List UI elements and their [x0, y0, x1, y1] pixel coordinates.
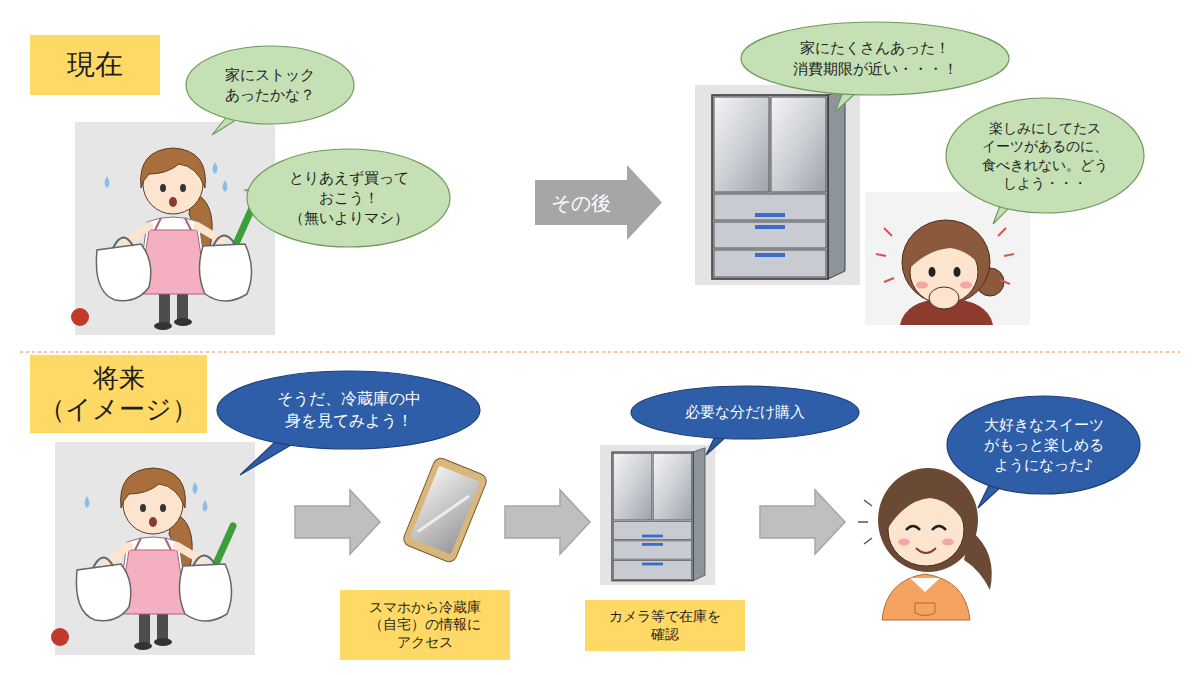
speech-bubble: とりあえず買って おこう！ （無いよりマシ） — [246, 148, 451, 248]
section-label-outline — [30, 355, 207, 433]
text-group: 家にストック あったかな？ — [224, 65, 316, 106]
node-text: カメラ等で在庫を 確認 — [608, 608, 722, 643]
node-text: 楽しみにしてたス イーツがあるのに、 食べきれない。どう しよう・・・ — [981, 119, 1109, 192]
node-text: 大好きなスイーツ がもっと楽しめる ようになった♪ — [983, 415, 1105, 476]
flow-arrow — [505, 490, 590, 554]
caption-box-outline — [585, 600, 745, 651]
caption-box: カメラ等で在庫を 確認 — [585, 600, 745, 651]
text-group: 楽しみにしてたス イーツがあるのに、 食べきれない。どう しよう・・・ — [981, 119, 1109, 192]
worried-woman — [929, 287, 959, 309]
text-group: そうだ、冷蔵庫の中 身を見てみよう！ — [276, 388, 422, 431]
speech-bubble: 家にストック あったかな？ — [185, 45, 355, 125]
happy-woman — [964, 530, 992, 590]
worried-woman — [954, 267, 961, 277]
speech-bubble-outline — [741, 22, 1009, 95]
flow-arrow — [760, 490, 845, 554]
section-divider — [20, 351, 1180, 353]
speech-bubble: 必要な分だけ購入 — [630, 385, 860, 440]
happy-woman — [906, 526, 920, 530]
text-group: その後 — [550, 191, 612, 215]
speech-bubble-shape — [945, 97, 1145, 214]
happy-woman — [888, 476, 966, 528]
node-text: その後 — [550, 191, 612, 215]
happy-woman — [910, 578, 940, 592]
text-group: 必要な分だけ購入 — [684, 402, 806, 422]
happy-woman — [932, 526, 946, 530]
speech-bubble-shape — [216, 370, 481, 450]
speech-bubble-outline — [631, 386, 859, 439]
text-group: 現在 — [66, 48, 124, 82]
section-label: 現在 — [30, 35, 160, 95]
text-group: スマホから冷蔵庫 （自宅）の情報に アクセス — [368, 599, 482, 652]
flow-arrow — [295, 490, 845, 554]
text-group: 大好きなスイーツ がもっと楽しめる ようになった♪ — [983, 415, 1105, 476]
happy-woman — [916, 548, 936, 553]
smartphone — [418, 483, 469, 544]
fridge-figure — [600, 445, 716, 585]
worried-woman — [960, 282, 972, 289]
happy-woman — [942, 539, 954, 546]
shopper-figure — [51, 442, 255, 655]
happy-woman — [898, 539, 910, 546]
node-text: 必要な分だけ購入 — [684, 402, 806, 422]
speech-bubble-outline — [947, 396, 1140, 494]
happy-woman — [858, 468, 992, 620]
speech-bubble-outline — [186, 46, 354, 124]
happy-woman — [915, 603, 935, 616]
fridge-figure — [695, 85, 860, 285]
worried-woman — [929, 267, 936, 277]
speech-bubble: 大好きなスイーツ がもっと楽しめる ようになった♪ — [946, 395, 1141, 495]
speech-bubble-outline — [247, 149, 450, 247]
block-arrow: その後 — [535, 165, 662, 240]
worried-woman — [916, 282, 928, 289]
node-text: そうだ、冷蔵庫の中 身を見てみよう！ — [276, 388, 422, 431]
node-text: とりあえず買って おこう！ （無いよりマシ） — [288, 168, 410, 229]
text-group: とりあえず買って おこう！ （無いよりマシ） — [288, 168, 410, 229]
smartphone — [410, 466, 480, 555]
caption-box: スマホから冷蔵庫 （自宅）の情報に アクセス — [340, 590, 510, 660]
happy-woman — [878, 468, 978, 572]
section-label: 将来 （イメージ） — [30, 355, 207, 433]
smartphone — [401, 456, 488, 564]
speech-bubble: そうだ、冷蔵庫の中 身を見てみよう！ — [216, 370, 481, 450]
block-arrow-outline — [535, 165, 662, 240]
section-label-outline — [30, 35, 160, 95]
flow-arrow — [295, 490, 380, 554]
node-text: 家にストック あったかな？ — [224, 65, 316, 106]
text-group: カメラ等で在庫を 確認 — [608, 608, 722, 643]
speech-bubble-outline — [217, 371, 480, 449]
text-group: 将来 （イメージ） — [38, 363, 199, 425]
shopper-figure — [71, 122, 275, 335]
happy-woman — [882, 574, 970, 620]
caption-box-outline — [340, 590, 510, 660]
speech-bubble: 楽しみにしてたス イーツがあるのに、 食べきれない。どう しよう・・・ — [945, 97, 1145, 214]
text-group: 家にたくさんあった！ 消費期限が近い・・・！ — [792, 38, 959, 79]
node-text: 家にたくさんあった！ 消費期限が近い・・・！ — [792, 38, 959, 79]
node-text: 現在 — [66, 48, 124, 82]
speech-bubble-shape — [740, 21, 1010, 96]
speech-bubble-outline — [946, 98, 1144, 213]
happy-woman — [858, 500, 872, 544]
worried-woman — [876, 228, 1014, 284]
node-text: 将来 （イメージ） — [38, 363, 199, 425]
worried-woman — [910, 230, 980, 268]
node-text: スマホから冷蔵庫 （自宅）の情報に アクセス — [368, 599, 482, 652]
speech-bubble-shape — [185, 45, 355, 125]
smartphone — [401, 456, 488, 564]
speech-bubble: 家にたくさんあった！ 消費期限が近い・・・！ — [740, 21, 1010, 96]
